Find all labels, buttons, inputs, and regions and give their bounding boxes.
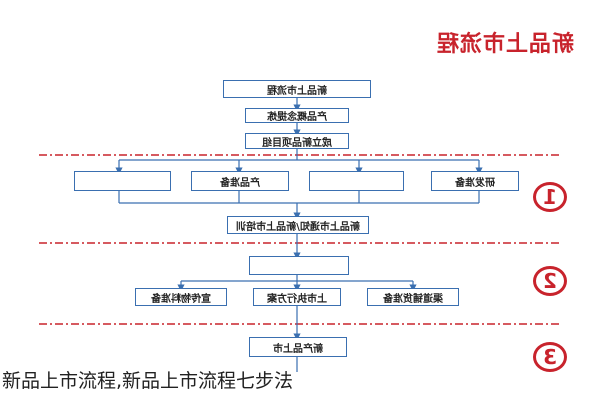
box-product-prep: 产品准备 <box>191 171 289 191</box>
box-project-team: 成立新品项目组 <box>245 133 349 149</box>
box-blank-2 <box>74 171 171 191</box>
box-promo-prep: 宣传物料准备 <box>135 288 227 306</box>
box-new-product-launch: 新产品上市 <box>249 337 347 357</box>
box-product-concept: 产品概念提炼 <box>245 108 349 123</box>
box-launch-training: 新品上市通知/新品上市培训 <box>227 216 369 234</box>
box-top-process: 新品上市流程 <box>223 80 371 98</box>
stage-marker-3: 3 <box>533 342 567 372</box>
box-blank-3 <box>249 256 349 275</box>
box-launch-plan: 上市执行方案 <box>253 288 341 306</box>
box-blank-1 <box>309 171 404 191</box>
box-rd-prep: 研发准备 <box>431 171 519 191</box>
stage-marker-2: 2 <box>533 266 567 296</box>
stage-marker-1: 1 <box>533 182 567 212</box>
box-channel-prep: 渠道铺货准备 <box>367 288 459 306</box>
caption-text: 新品上市流程,新品上市流程七步法 <box>2 370 294 392</box>
